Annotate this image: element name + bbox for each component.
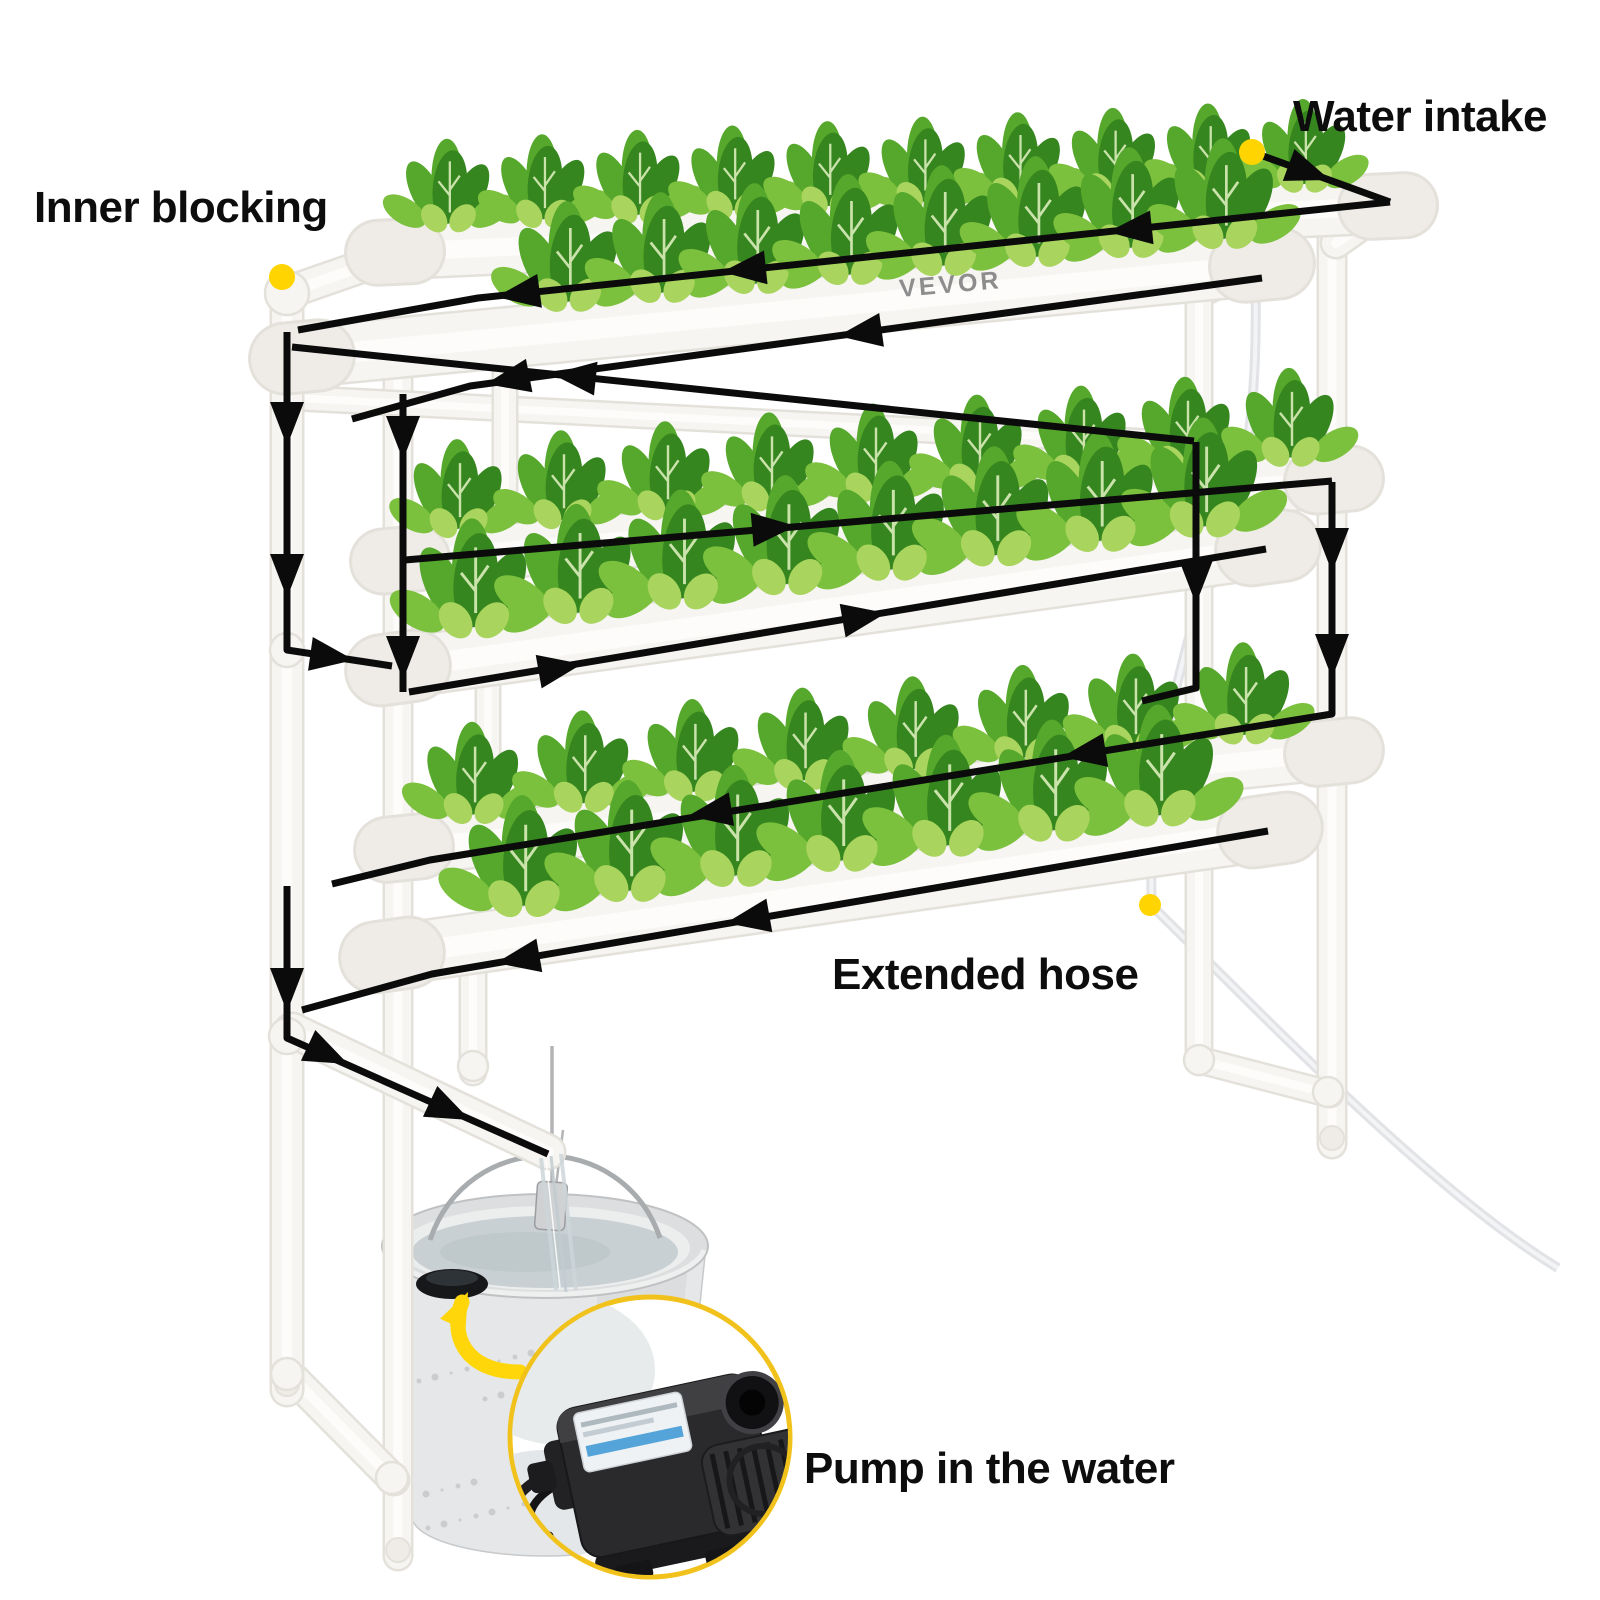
water-flow-arrows <box>270 148 1392 1158</box>
flow-arrowhead <box>386 416 420 460</box>
pipe-end-cap <box>353 812 455 884</box>
flow-line <box>301 827 1269 1014</box>
flow-arrowhead <box>270 968 304 1012</box>
flow-arrowhead <box>839 603 886 638</box>
pipe-end-cap <box>1208 226 1316 304</box>
flow-arrowhead <box>750 512 796 547</box>
pump-inset <box>507 1294 793 1580</box>
flow-arrowhead <box>486 358 533 393</box>
flow-arrowhead <box>496 274 542 308</box>
flow-arrowhead <box>386 636 420 680</box>
pipe-fitting <box>374 1460 410 1496</box>
flow-arrowhead <box>300 1029 348 1064</box>
flow-arrowhead <box>688 792 735 826</box>
pipe-end-cap <box>344 628 452 708</box>
recirculation-arrow <box>440 1292 528 1380</box>
flow-arrowhead <box>1282 148 1330 181</box>
flow-arrowhead <box>270 554 304 598</box>
flow-arrowhead <box>1315 634 1349 678</box>
flow-line <box>404 477 1333 564</box>
flow-arrowhead <box>1179 560 1213 604</box>
frame-pipe <box>1184 1045 1345 1109</box>
water-stream <box>539 1153 578 1293</box>
pump-illustration <box>512 1371 788 1575</box>
callout-dots <box>269 139 1265 916</box>
flow-arrowhead <box>1108 210 1154 245</box>
flow-arrowhead <box>422 1085 470 1120</box>
label-inner-blocking: Inner blocking <box>34 183 328 232</box>
flow-line <box>331 482 1336 888</box>
inner-blocking-point <box>269 264 295 290</box>
flow-arrowhead <box>1315 528 1349 572</box>
flow-arrowhead <box>722 250 768 285</box>
tier3-front-pipe <box>360 798 1302 987</box>
flow-arrowhead <box>838 313 884 347</box>
pipe-end-cap <box>338 915 446 995</box>
tier1-front-pipe <box>270 233 1294 389</box>
flow-line <box>291 343 1195 445</box>
label-extended-hose: Extended hose <box>832 950 1139 999</box>
flow-line <box>351 274 1263 423</box>
pump-foot <box>614 1560 654 1575</box>
pipe-end-cap <box>248 318 356 396</box>
flow-arrowhead <box>726 898 773 933</box>
pipe-fitting <box>456 1049 490 1083</box>
hose-connection-point <box>1139 894 1161 916</box>
flow-arrowhead <box>270 402 304 446</box>
pipe-end-cap <box>344 217 446 287</box>
flow-arrowhead <box>535 654 582 689</box>
flow-arrowhead <box>552 361 598 396</box>
flow-arrowhead <box>308 637 354 671</box>
flow-line <box>1141 442 1200 705</box>
pipe-fitting <box>1311 1075 1345 1109</box>
flow-arrowhead <box>496 938 543 973</box>
pipe-fitting <box>269 1356 305 1392</box>
flow-arrowhead <box>1062 733 1109 767</box>
label-pump-in-water: Pump in the water <box>804 1444 1175 1493</box>
pipe-end-cap <box>1283 716 1385 788</box>
tier2-front-pipe <box>366 516 1300 700</box>
water-intake-point <box>1239 139 1265 165</box>
leg-cap <box>385 1537 411 1563</box>
frame-pipe <box>270 1355 411 1497</box>
pipe-fitting <box>1182 1043 1216 1077</box>
flow-line <box>297 198 1391 334</box>
leg-cap <box>1319 1125 1345 1151</box>
label-water-intake: Water intake <box>1293 92 1548 141</box>
